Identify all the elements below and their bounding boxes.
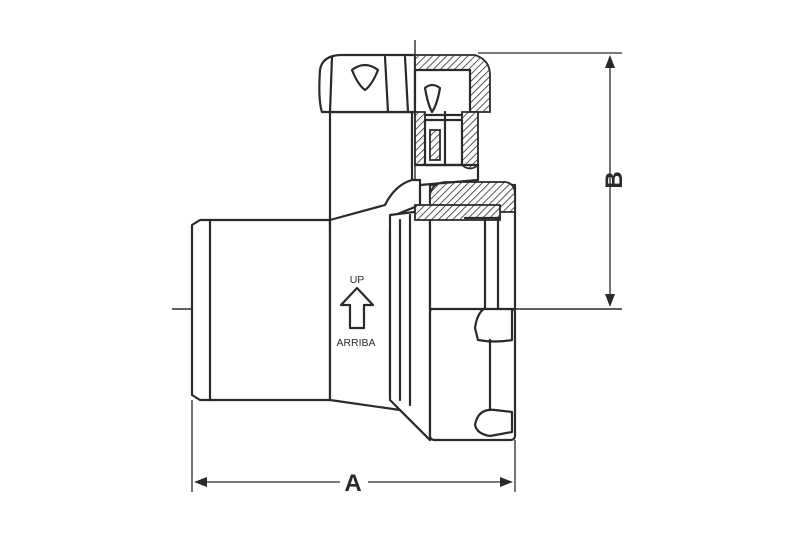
cap-section-view <box>413 54 491 187</box>
dimension-a <box>191 400 516 492</box>
dimension-b <box>478 52 622 307</box>
flow-label-arriba: ARRIBA <box>336 337 375 349</box>
flow-label-up: UP <box>350 274 365 286</box>
inlet-pipe <box>190 218 332 402</box>
dimension-a-label: A <box>344 470 361 497</box>
main-body <box>328 178 432 442</box>
union-nut <box>428 304 517 442</box>
union-nut-section <box>414 181 517 311</box>
flow-direction-arrow <box>339 286 375 330</box>
dimension-b-label: B <box>601 171 628 188</box>
cap-outside-view <box>318 53 417 114</box>
